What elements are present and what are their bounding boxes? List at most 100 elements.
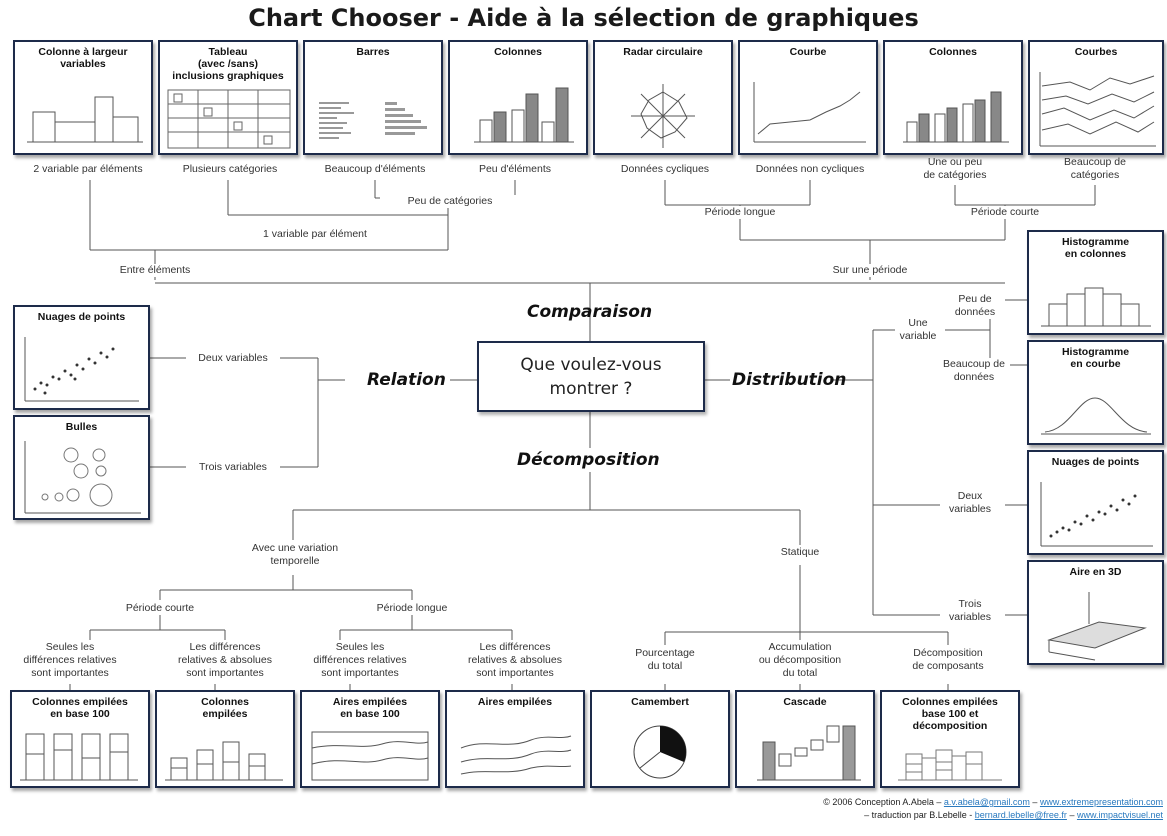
label-cyclic-data: Données cycliques xyxy=(620,163,710,175)
stacked-100-columns-icon xyxy=(20,733,138,781)
card-title: Nuages de points xyxy=(1051,456,1140,468)
credit-email-link-2[interactable]: bernard.lebelle@free.fr xyxy=(974,810,1067,820)
label-over-time: Sur une période xyxy=(810,264,930,277)
pie-chart-icon xyxy=(633,725,687,779)
credit-separator: – xyxy=(1066,810,1077,820)
card-title: Bulles xyxy=(65,421,98,433)
card-title: Barres xyxy=(356,46,390,58)
card-title: Colonne à largeur variables xyxy=(38,46,128,70)
histogram-columns-icon xyxy=(1041,287,1151,327)
line-chart-icon xyxy=(753,82,866,143)
bar-chart-icon xyxy=(319,102,427,139)
stacked-100-areas-icon xyxy=(311,731,429,781)
card-scatter: Nuages de points xyxy=(13,305,150,410)
card-line: Courbe xyxy=(738,40,878,155)
credit-email-link[interactable]: a.v.abela@gmail.com xyxy=(943,797,1030,807)
label-many-items: Beaucoup d'éléments xyxy=(324,163,426,175)
label-static: Statique xyxy=(760,546,840,559)
scatter-plot-icon xyxy=(1040,482,1153,547)
card-lines: Courbes xyxy=(1028,40,1164,155)
credit-site-link[interactable]: www.extremepresentation.com xyxy=(1039,797,1163,807)
bubble-chart-icon xyxy=(24,441,141,514)
column-chart-icon xyxy=(903,91,1009,143)
credit-line-1: © 2006 Conception A.Abela – a.v.abela@gm… xyxy=(823,797,1163,807)
multi-line-chart-icon xyxy=(1039,72,1156,147)
page-title: Chart Chooser - Aide à la sélection de g… xyxy=(248,4,919,32)
hub-composition: Décomposition xyxy=(517,450,660,470)
card-title: Colonnes xyxy=(929,46,977,58)
label-one-var-per-item: 1 variable par élément xyxy=(240,228,390,241)
card-title: Courbes xyxy=(1074,46,1118,58)
waterfall-chart-icon xyxy=(757,725,861,781)
stacked-areas-icon xyxy=(460,735,572,775)
label-between-items: Entre éléments xyxy=(95,264,215,277)
card-columns: Colonnes xyxy=(448,40,588,155)
card-title: Nuages de points xyxy=(37,311,126,323)
label-two-variables: Deux variables xyxy=(198,352,268,364)
label-two-vars-per-item: 2 variable par éléments xyxy=(33,163,143,175)
credit-line-2: – traduction par B.Lebelle - bernard.leb… xyxy=(864,810,1163,820)
label-few-categories: Peu de catégories xyxy=(380,195,520,208)
card-pie: Camembert xyxy=(590,690,730,788)
card-scatter-2: Nuages de points xyxy=(1027,450,1164,555)
card-radar: Radar circulaire xyxy=(593,40,733,155)
card-title: Aire en 3D xyxy=(1069,566,1122,578)
card-bars: Barres xyxy=(303,40,443,155)
label-many-categories: Plusieurs catégories xyxy=(182,163,278,175)
column-chart-icon xyxy=(474,87,574,143)
card-title: Aires empilées xyxy=(477,696,553,708)
stacked-100-components-icon xyxy=(898,749,1002,781)
label-long-period: Période longue xyxy=(680,206,800,219)
card-title: Radar circulaire xyxy=(623,46,703,58)
card-bubbles: Bulles xyxy=(13,415,150,520)
label-short-period: Période courte xyxy=(945,206,1065,219)
credit-author: © 2006 Conception A.Abela – xyxy=(823,797,944,807)
hub-relation: Relation xyxy=(367,370,446,390)
stacked-columns-icon xyxy=(165,741,283,781)
credit-translator: – traduction par B.Lebelle - xyxy=(864,810,975,820)
scatter-plot-icon xyxy=(24,337,139,402)
credit-site-link-2[interactable]: www.impactvisuel.net xyxy=(1076,810,1163,820)
hub-distribution: Distribution xyxy=(732,370,847,390)
card-title: Cascade xyxy=(783,696,827,708)
radar-chart-icon xyxy=(631,84,695,148)
table-icon xyxy=(167,89,291,149)
credit-separator: – xyxy=(1029,797,1040,807)
card-variable-width-column: Colonne à largeur variables xyxy=(13,40,153,155)
variable-width-column-icon xyxy=(27,96,143,143)
card-stacked-areas: Aires empilées xyxy=(445,690,585,788)
histogram-curve-icon xyxy=(1041,397,1151,435)
card-title: Courbe xyxy=(789,46,827,58)
label-long-period-comp: Période longue xyxy=(357,602,467,615)
hub-comparison: Comparaison xyxy=(527,302,653,322)
label-non-cyclic-data: Données non cycliques xyxy=(755,163,865,175)
card-table: Tableau(avec /sans)inclusions graphiques xyxy=(158,40,298,155)
area-3d-icon xyxy=(1047,592,1147,661)
